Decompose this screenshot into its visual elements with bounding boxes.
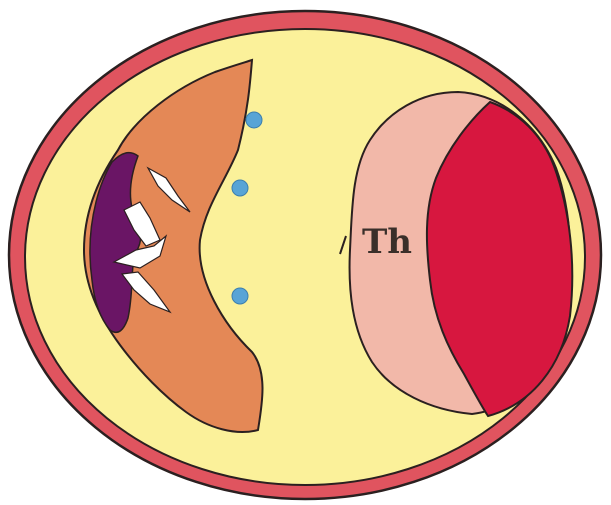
thrombus-label: Th [362,222,412,262]
blue-dot [246,112,262,128]
blue-dot [232,180,248,196]
blue-dot [232,288,248,304]
